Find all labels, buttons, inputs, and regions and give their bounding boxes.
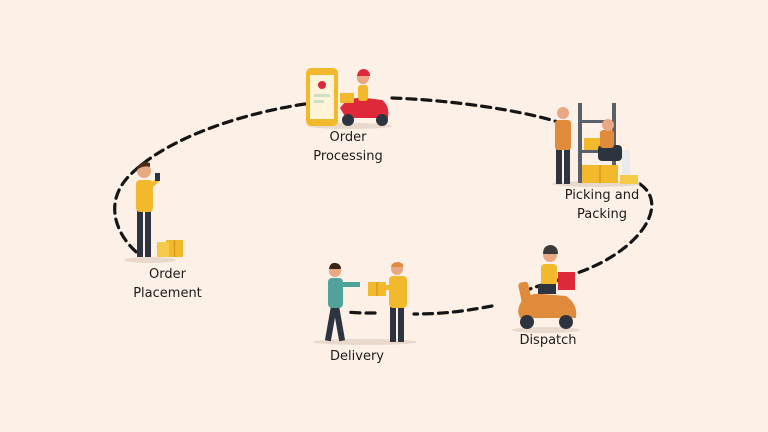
- stage-label-dispatch: Dispatch: [519, 333, 577, 348]
- phone-and-scooter-icon: [306, 68, 392, 129]
- warehouse-workers-icon: [552, 103, 640, 187]
- stage-label-delivery: Delivery: [330, 349, 384, 364]
- cycle-path: [113, 96, 654, 316]
- stage-label-order-placement: Order Placement: [133, 267, 202, 301]
- stage-label-picking-and-packing: Picking and Packing: [564, 188, 640, 222]
- delivery-scooter-icon: [512, 245, 580, 333]
- stage-label-order-processing: Order Processing: [313, 130, 383, 164]
- package-handover-icon: [313, 262, 417, 345]
- person-with-phone-icon: [124, 162, 183, 263]
